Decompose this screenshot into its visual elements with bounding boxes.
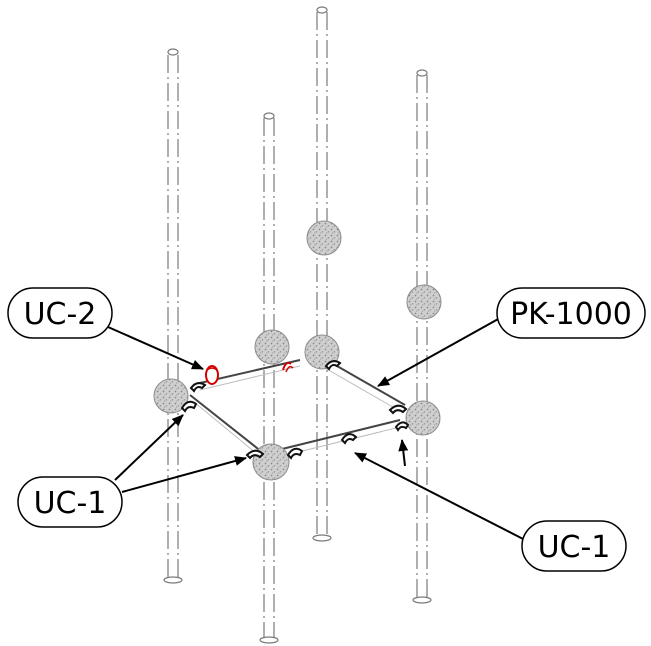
clamp: [388, 404, 408, 415]
callout-uc1-right-label: UC-1: [538, 530, 611, 565]
leader-pk1000: [377, 317, 501, 387]
pole-back-center: [312, 6, 332, 542]
clamp: [245, 449, 265, 460]
callout-uc2-label: UC-2: [24, 297, 97, 332]
ball-connector: [252, 443, 290, 481]
leader-uc1-left-a: [114, 414, 184, 481]
ball-connector: [406, 284, 442, 320]
clamps: [180, 360, 410, 460]
callout-uc1-left: UC-1: [17, 476, 123, 528]
callout-pk1000-label: PK-1000: [510, 297, 632, 332]
callout-uc1-left-label: UC-1: [34, 486, 107, 521]
ball-connector: [254, 329, 290, 365]
clamp: [189, 382, 207, 393]
frame-tubes: [189, 359, 406, 459]
clamp: [324, 360, 342, 371]
clamp: [180, 400, 198, 413]
ball-connector: [304, 334, 340, 370]
leader-uc2: [107, 326, 204, 370]
callout-uc1-right: UC-1: [521, 520, 627, 572]
pole-right: [412, 69, 432, 604]
leader-lines: [107, 317, 528, 542]
ball-connector: [405, 400, 441, 436]
leader-uc1-right-a: [354, 452, 528, 542]
pole-front-center: [259, 112, 279, 644]
callout-uc2: UC-2: [7, 287, 113, 339]
callout-pk1000: PK-1000: [496, 287, 646, 339]
ball-connector: [306, 220, 342, 256]
clamp: [394, 421, 410, 432]
clamp: [286, 447, 304, 460]
clamp-highlighted: [205, 365, 219, 385]
ball-connector: [153, 378, 189, 414]
clamp: [340, 433, 358, 445]
leader-uc1-right-b: [398, 439, 409, 467]
pole-left: [163, 48, 183, 584]
clamp-highlighted: [282, 361, 294, 373]
connector-balls: [153, 220, 442, 481]
leader-uc1-left-b: [121, 456, 247, 493]
